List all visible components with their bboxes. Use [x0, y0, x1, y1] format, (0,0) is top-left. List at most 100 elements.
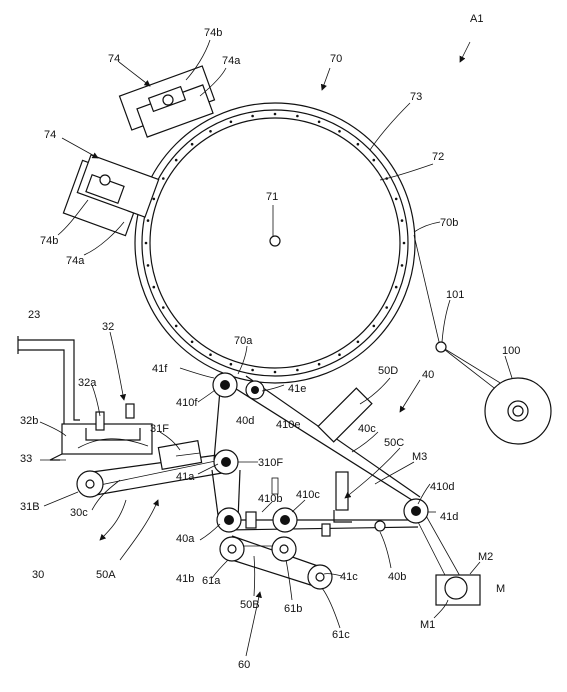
rim-hole: [190, 142, 194, 146]
label-41d: 41d: [440, 511, 458, 523]
label-61a: 61a: [202, 575, 221, 587]
label-32a: 32a: [78, 377, 97, 389]
label-41a: 41a: [176, 471, 195, 483]
label-70: 70: [330, 53, 342, 65]
leader-lines: [39, 39, 513, 657]
rim-hole: [356, 142, 360, 146]
roll-100: [484, 377, 552, 445]
label-74b-left: 74b: [40, 235, 58, 247]
label-410c: 410c: [296, 489, 320, 501]
press-unit-74-left: [62, 154, 160, 237]
rim-hole: [394, 197, 398, 201]
label-31F: 31F: [150, 423, 169, 435]
label-71: 71: [266, 191, 278, 203]
label-30c: 30c: [70, 507, 88, 519]
label-410b: 410b: [258, 493, 282, 505]
label-33: 33: [20, 453, 32, 465]
rim-hole: [229, 362, 233, 366]
rim-hole: [251, 368, 254, 372]
rim-hole: [400, 219, 404, 222]
supply-pipe-23: [17, 336, 80, 426]
label-61b: 61b: [284, 603, 302, 615]
label-M: M: [496, 583, 505, 595]
rim-hole: [162, 177, 165, 180]
rim-hole: [338, 130, 341, 133]
label-40d: 40d: [236, 415, 254, 427]
post-50C: [335, 471, 349, 511]
conveyor-30: [76, 439, 231, 498]
rim-hole: [338, 353, 341, 357]
label-410e: 410e: [276, 419, 300, 431]
rim-hole: [296, 368, 299, 372]
label-74b-top: 74b: [204, 27, 222, 39]
rim-hole: [209, 130, 212, 133]
guide-roller-101: [435, 341, 447, 353]
label-310F: 310F: [258, 457, 283, 469]
label-101: 101: [446, 289, 464, 301]
rollers-40: [212, 372, 429, 533]
press-unit-74-top: [118, 65, 216, 138]
label-74-top: 74: [108, 53, 120, 65]
label-410f: 410f: [176, 397, 198, 409]
label-41e: 41e: [288, 383, 306, 395]
label-73: 73: [410, 91, 422, 103]
drum-rim-holes: [144, 112, 406, 374]
rim-hole: [152, 197, 156, 201]
rim-hole: [209, 353, 212, 357]
label-410d: 410d: [430, 481, 454, 493]
label-60: 60: [238, 659, 250, 671]
label-72: 72: [432, 151, 444, 163]
label-23: 23: [28, 309, 40, 321]
rim-hole: [273, 112, 277, 116]
rim-hole: [190, 340, 194, 344]
rim-hole: [394, 285, 398, 289]
label-74a-left: 74a: [66, 255, 85, 267]
drum-axis-71: [269, 235, 281, 247]
rim-hole: [146, 264, 150, 267]
block-31F: [157, 439, 203, 471]
rim-hole: [229, 120, 233, 124]
label-M3: M3: [412, 451, 427, 463]
label-50B: 50B: [240, 599, 260, 611]
label-70a: 70a: [234, 335, 253, 347]
rim-hole: [317, 120, 321, 124]
label-40a: 40a: [176, 533, 195, 545]
label-M1: M1: [420, 619, 435, 631]
rim-hole: [356, 340, 360, 344]
label-50D: 50D: [378, 365, 398, 377]
rim-hole: [251, 114, 254, 118]
drum-70: [134, 102, 416, 384]
rim-hole: [400, 264, 404, 267]
hopper-32: [49, 403, 153, 461]
rim-hole: [162, 306, 165, 309]
label-32: 32: [102, 321, 114, 333]
label-32b: 32b: [20, 415, 38, 427]
label-40: 40: [422, 369, 434, 381]
rim-hole: [385, 306, 389, 309]
rim-hole: [372, 158, 376, 162]
rim-hole: [152, 285, 156, 289]
label-74a-top: 74a: [222, 55, 241, 67]
motor-M: [435, 574, 481, 606]
nozzle-50D: [317, 387, 373, 443]
drum-outer-rim: [134, 102, 416, 384]
label-31B: 31B: [20, 501, 40, 513]
rim-hole: [174, 324, 178, 328]
rim-hole: [174, 158, 178, 162]
rim-hole: [317, 362, 321, 366]
drum-inner-rim: [141, 109, 409, 377]
reference-labels: A1 70 71 72 73 74 74 74b 74a 74b 74a 70b…: [20, 13, 520, 671]
label-M2: M2: [478, 551, 493, 563]
belt-60: [219, 535, 333, 590]
label-50C: 50C: [384, 437, 404, 449]
label-A1: A1: [470, 13, 483, 25]
rim-hole: [296, 114, 299, 118]
label-50A: 50A: [96, 569, 116, 581]
label-41b: 41b: [176, 573, 194, 585]
belt-40: [211, 375, 466, 586]
drum-face: [149, 117, 401, 369]
rim-hole: [273, 370, 277, 374]
rim-hole: [402, 241, 406, 245]
